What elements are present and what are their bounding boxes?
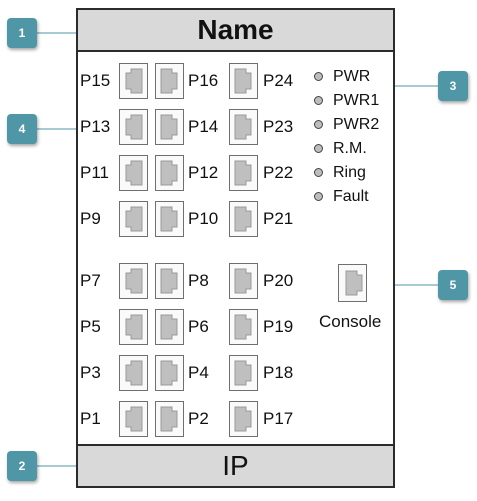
port-label-p22: P22 bbox=[263, 163, 294, 182]
led-pwr-indicator bbox=[314, 72, 323, 81]
port-label-p20: P20 bbox=[263, 271, 294, 290]
port-p10[interactable] bbox=[155, 201, 184, 237]
callout-3: 3 bbox=[438, 71, 468, 101]
callout-2: 2 bbox=[7, 451, 37, 481]
rj45-icon bbox=[234, 314, 252, 340]
port-p16[interactable] bbox=[155, 63, 184, 99]
port-label-p7: P7 bbox=[80, 271, 101, 290]
led-label: PWR2 bbox=[333, 116, 380, 133]
rj45-icon bbox=[125, 360, 143, 386]
port-p2[interactable] bbox=[155, 401, 184, 437]
port-p22[interactable] bbox=[229, 155, 258, 191]
port-p1[interactable] bbox=[119, 401, 148, 437]
port-label-p15: P15 bbox=[80, 71, 111, 90]
port-label-p5: P5 bbox=[80, 317, 101, 336]
port-p19[interactable] bbox=[229, 309, 258, 345]
rj45-icon bbox=[234, 160, 252, 186]
port-label-p3: P3 bbox=[80, 363, 101, 382]
rj45-icon bbox=[160, 314, 178, 340]
rj45-icon bbox=[125, 68, 143, 94]
port-p18[interactable] bbox=[229, 355, 258, 391]
port-label-p10: P10 bbox=[188, 209, 219, 228]
port-label-p8: P8 bbox=[188, 271, 209, 290]
rj45-icon bbox=[234, 268, 252, 294]
port-p20[interactable] bbox=[229, 263, 258, 299]
led-label: PWR1 bbox=[333, 92, 380, 109]
port-p11[interactable] bbox=[119, 155, 148, 191]
device-name-header: Name bbox=[78, 10, 393, 52]
port-label-p23: P23 bbox=[263, 117, 294, 136]
rj45-icon bbox=[345, 270, 363, 296]
port-p24[interactable] bbox=[229, 63, 258, 99]
port-p9[interactable] bbox=[119, 201, 148, 237]
port-p15[interactable] bbox=[119, 63, 148, 99]
rj45-icon bbox=[160, 114, 178, 140]
rj45-icon bbox=[125, 206, 143, 232]
rj45-icon bbox=[160, 206, 178, 232]
port-p6[interactable] bbox=[155, 309, 184, 345]
rj45-icon bbox=[125, 268, 143, 294]
callout-4: 4 bbox=[7, 114, 37, 144]
rj45-icon bbox=[160, 68, 178, 94]
port-p3[interactable] bbox=[119, 355, 148, 391]
port-label-p13: P13 bbox=[80, 117, 111, 136]
led-pwr1-indicator bbox=[314, 96, 323, 105]
rj45-icon bbox=[234, 406, 252, 432]
led-label: Fault bbox=[333, 188, 369, 205]
port-p7[interactable] bbox=[119, 263, 148, 299]
port-label-p12: P12 bbox=[188, 163, 219, 182]
port-p17[interactable] bbox=[229, 401, 258, 437]
console-port[interactable] bbox=[338, 264, 367, 302]
port-label-p2: P2 bbox=[188, 409, 209, 428]
rj45-icon bbox=[125, 314, 143, 340]
callout-1: 1 bbox=[7, 18, 37, 48]
rj45-icon bbox=[125, 406, 143, 432]
console-label: Console bbox=[319, 312, 382, 331]
port-label-p16: P16 bbox=[188, 71, 219, 90]
rj45-icon bbox=[234, 68, 252, 94]
rj45-icon bbox=[234, 206, 252, 232]
led-ring-indicator bbox=[314, 168, 323, 177]
port-p12[interactable] bbox=[155, 155, 184, 191]
port-p4[interactable] bbox=[155, 355, 184, 391]
port-label-p11: P11 bbox=[80, 163, 109, 182]
rj45-icon bbox=[160, 268, 178, 294]
rj45-icon bbox=[234, 114, 252, 140]
rj45-icon bbox=[125, 114, 143, 140]
port-label-p19: P19 bbox=[263, 317, 294, 336]
rj45-icon bbox=[160, 160, 178, 186]
port-p21[interactable] bbox=[229, 201, 258, 237]
port-label-p14: P14 bbox=[188, 117, 219, 136]
port-p23[interactable] bbox=[229, 109, 258, 145]
led-label: Ring bbox=[333, 164, 366, 181]
port-label-p18: P18 bbox=[263, 363, 294, 382]
port-p14[interactable] bbox=[155, 109, 184, 145]
port-label-p21: P21 bbox=[263, 209, 294, 228]
port-p5[interactable] bbox=[119, 309, 148, 345]
callout-5: 5 bbox=[438, 270, 468, 300]
device-ip-footer: IP bbox=[78, 444, 393, 486]
port-label-p17: P17 bbox=[263, 409, 294, 428]
rj45-icon bbox=[125, 160, 143, 186]
rj45-icon bbox=[160, 360, 178, 386]
port-label-p9: P9 bbox=[80, 209, 101, 228]
led-label: R.M. bbox=[333, 140, 367, 157]
rj45-icon bbox=[160, 406, 178, 432]
port-label-p24: P24 bbox=[263, 71, 294, 90]
led-fault-indicator bbox=[314, 192, 323, 201]
port-label-p1: P1 bbox=[80, 409, 101, 428]
port-p8[interactable] bbox=[155, 263, 184, 299]
led-rm-indicator bbox=[314, 144, 323, 153]
rj45-icon bbox=[234, 360, 252, 386]
port-label-p6: P6 bbox=[188, 317, 209, 336]
port-p13[interactable] bbox=[119, 109, 148, 145]
led-label: PWR bbox=[333, 68, 371, 85]
led-pwr2-indicator bbox=[314, 120, 323, 129]
port-label-p4: P4 bbox=[188, 363, 209, 382]
